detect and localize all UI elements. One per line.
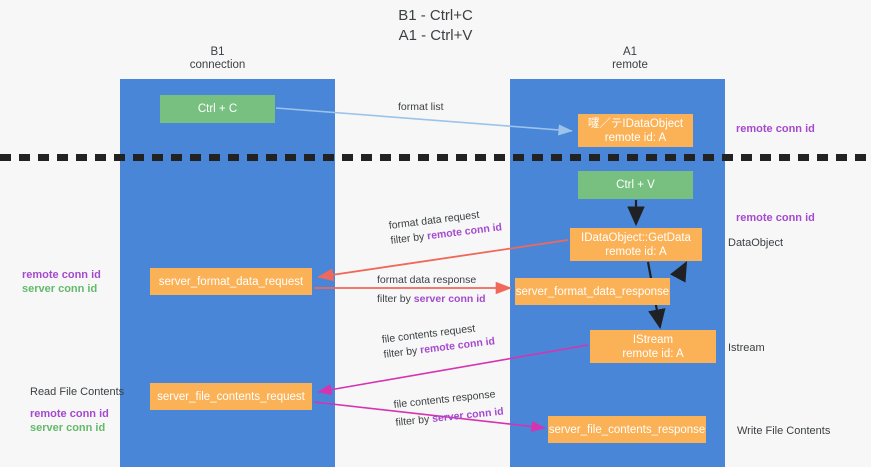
annotation-server-conn-id-a: server conn id xyxy=(22,283,98,295)
edge-label-format-list: format list xyxy=(398,101,444,113)
filter-prefix: filter by xyxy=(389,230,428,247)
annotation-remote-conn-id-a: remote conn id xyxy=(22,269,101,281)
annotation-left-read-file-contents-group: Read File Contents remote conn id server… xyxy=(30,385,124,435)
edge-label-format-data-response: format data response filter by server co… xyxy=(377,273,486,307)
annotation-write-file-contents: Write File Contents xyxy=(737,425,831,437)
arrow-format-response-to-getdata xyxy=(669,261,688,283)
annotation-istream: Istream xyxy=(728,342,765,354)
filter-prefix: filter by xyxy=(394,413,433,429)
filter-prefix: filter by xyxy=(382,344,421,361)
column-header-a1: A1 remote xyxy=(612,46,648,71)
annotation-remote-conn-id-top: remote conn id xyxy=(736,123,815,135)
arrow-format-list xyxy=(275,107,573,136)
page-title: B1 - Ctrl+C A1 - Ctrl+V xyxy=(398,7,473,44)
annotation-dataobject: DataObject xyxy=(728,237,784,249)
node-server-file-contents-response[interactable]: server_file_contents_response xyxy=(548,416,706,443)
node-server-format-data-response[interactable]: server_format_data_response xyxy=(515,278,670,305)
node-idataobject[interactable]: 嚺／テIDataObject remote id: A xyxy=(578,114,693,147)
annotation-remote-conn-id-b: remote conn id xyxy=(30,408,109,420)
arrow-file-contents-request xyxy=(317,344,589,396)
arrow-file-contents-response xyxy=(313,401,546,433)
filter-prefix: filter by xyxy=(377,293,414,305)
edge-label-format-data-response-line2: filter by server conn id xyxy=(377,292,486,307)
annotation-server-conn-id-b: server conn id xyxy=(30,422,106,434)
node-server-file-contents-request[interactable]: server_file_contents_request xyxy=(150,383,312,410)
phase-divider xyxy=(0,154,871,161)
node-ctrl-v[interactable]: Ctrl + V xyxy=(578,171,693,199)
node-server-format-data-request[interactable]: server_format_data_request xyxy=(150,268,312,295)
annotation-left-conn-ids-a: remote conn id server conn id xyxy=(22,268,101,296)
annotation-read-file-contents: Read File Contents xyxy=(30,386,125,398)
node-ctrl-c[interactable]: Ctrl + C xyxy=(160,95,275,123)
node-idataobject-getdata[interactable]: IDataObject::GetData remote id: A xyxy=(570,228,702,261)
edge-label-format-data-response-line1: format data response xyxy=(377,274,477,286)
node-istream[interactable]: IStream remote id: A xyxy=(590,330,716,363)
arrow-format-data-request xyxy=(317,239,569,281)
filter-key-server-conn-id: server conn id xyxy=(413,293,486,305)
annotation-remote-conn-id-mid: remote conn id xyxy=(736,212,815,224)
column-header-b1: B1 connection xyxy=(189,46,246,71)
